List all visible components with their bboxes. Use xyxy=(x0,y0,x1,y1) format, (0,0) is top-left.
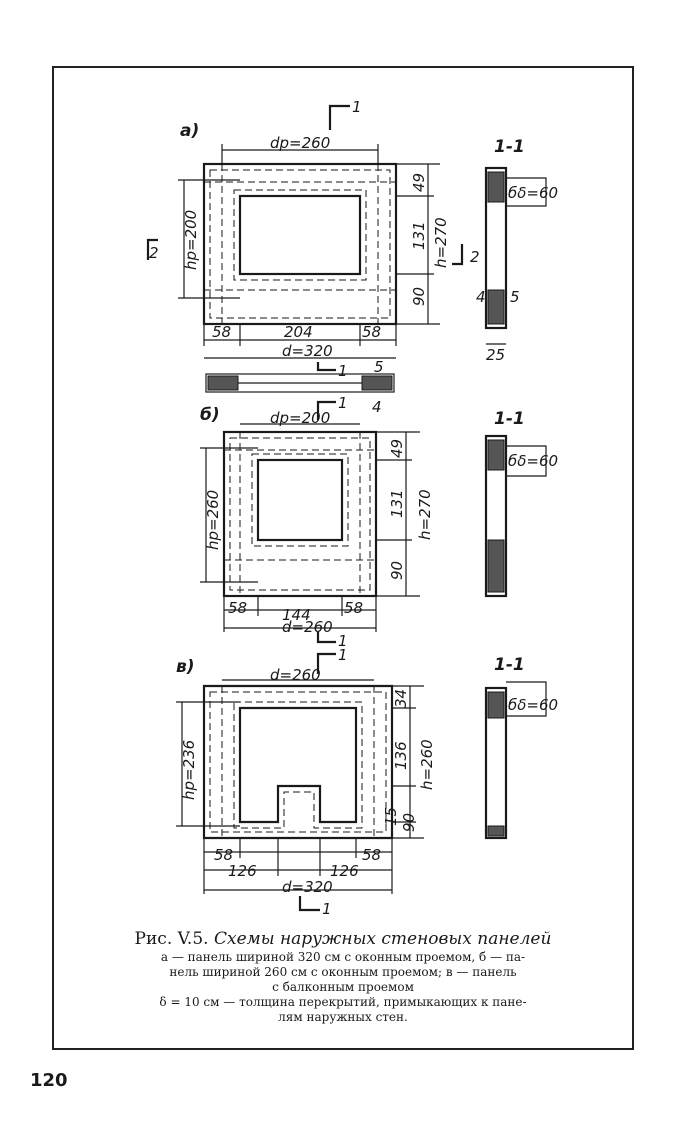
dim-58-left-v: 58 xyxy=(214,846,233,864)
page-number: 120 xyxy=(30,1070,68,1091)
caption-title-text: Схемы наружных стеновых панелей xyxy=(213,929,552,949)
panel-b-label: б) xyxy=(200,405,220,425)
marker-5-section-a: 5 xyxy=(510,288,520,306)
dim-131-b: 131 xyxy=(388,489,406,518)
dim-h260-v: h=260 xyxy=(418,739,436,790)
dim-90-v: 90 xyxy=(400,813,418,832)
dim-dp-a: dp=260 xyxy=(270,134,330,152)
panel-a-label: а) xyxy=(180,121,199,141)
dim-hp-v: hp=236 xyxy=(180,740,198,800)
caption-title: Рис. V.5. Схемы наружных стеновых панеле… xyxy=(60,928,626,950)
dim-hp-a: hp=200 xyxy=(182,210,200,270)
technical-drawing: а) 1 dp=260 hp=200 2 49 131 90 h= xyxy=(146,98,558,918)
dim-15-v: 15 xyxy=(382,807,400,826)
section-dim-v: бδ=60 xyxy=(508,696,558,714)
dim-204-a: 204 xyxy=(284,323,313,341)
figure-caption: Рис. V.5. Схемы наружных стеновых панеле… xyxy=(60,928,626,1025)
panel-v: в) 1 d=260 hp=236 34 136 15 90 h=260 58 … xyxy=(176,646,558,918)
dim-58-left-a: 58 xyxy=(212,323,231,341)
dim-dp-b: dp=200 xyxy=(270,409,330,427)
section-label-b: 1-1 xyxy=(494,409,525,429)
dim-131-a: 131 xyxy=(410,221,428,250)
caption-title-prefix: Рис. V.5. xyxy=(134,929,209,949)
dim-58-left-b: 58 xyxy=(228,599,247,617)
marker-1-bottom-v: 1 xyxy=(322,900,332,918)
marker-5-plan-a: 5 xyxy=(374,358,384,376)
marker-1-top-v: 1 xyxy=(338,646,348,664)
marker-1-bottom-a: 1 xyxy=(338,362,348,380)
dim-144-b: 144 xyxy=(282,606,311,624)
dim-h270-a: h=270 xyxy=(432,217,450,268)
dim-90-b: 90 xyxy=(388,561,406,580)
panel-v-label: в) xyxy=(176,657,195,677)
marker-4-section-a: 4 xyxy=(476,288,486,306)
dim-49-b: 49 xyxy=(388,439,406,458)
dim-d260-v: d=260 xyxy=(270,666,321,684)
dim-136-v: 136 xyxy=(392,741,410,770)
dim-90-a: 90 xyxy=(410,287,428,306)
caption-line-4: δ = 10 см — толщина перекрытий, примыкаю… xyxy=(159,995,527,1009)
section-dim-a: бδ=60 xyxy=(508,184,558,202)
marker-4-plan-a: 4 xyxy=(372,398,382,416)
dim-49-a: 49 xyxy=(410,173,428,192)
panel-b: б) 1 dp=200 hp=260 49 131 90 h=270 58 14… xyxy=(200,394,558,650)
caption-line-3: с балконным проемом xyxy=(272,980,414,994)
panel-a: а) 1 dp=260 hp=200 2 49 131 90 h= xyxy=(146,98,558,416)
marker-1-top-b: 1 xyxy=(338,394,348,412)
marker-2-left-a: 2 xyxy=(149,244,159,262)
dim-126-right-v: 126 xyxy=(330,862,359,880)
dim-d320-a: d=320 xyxy=(282,342,333,360)
section-label-a: 1-1 xyxy=(494,137,525,157)
figure-frame xyxy=(52,66,634,1050)
dim-d320-v: d=320 xyxy=(282,878,333,896)
dim-hp-b: hp=260 xyxy=(204,490,222,550)
dim-58-right-v: 58 xyxy=(362,846,381,864)
marker-1-top-a: 1 xyxy=(352,98,362,116)
dim-34-v: 34 xyxy=(392,689,410,708)
dim-d260-b: d=260 xyxy=(282,618,333,636)
section-dim-b: бδ=60 xyxy=(508,452,558,470)
marker-2-right-a: 2 xyxy=(470,248,480,266)
dim-h270-b: h=270 xyxy=(416,489,434,540)
caption-line-2: нель шириной 260 см с оконным проемом; в… xyxy=(169,965,517,979)
caption-line-5: лям наружных стен. xyxy=(278,1010,408,1024)
caption-line-1: а — панель шириной 320 см с оконным прое… xyxy=(160,950,526,964)
section-thickness-a: 25 xyxy=(486,346,505,364)
dim-58-right-a: 58 xyxy=(362,323,381,341)
dim-126-left-v: 126 xyxy=(228,862,257,880)
section-label-v: 1-1 xyxy=(494,655,525,675)
dim-58-right-b: 58 xyxy=(344,599,363,617)
marker-1-bottom-b: 1 xyxy=(338,632,348,650)
